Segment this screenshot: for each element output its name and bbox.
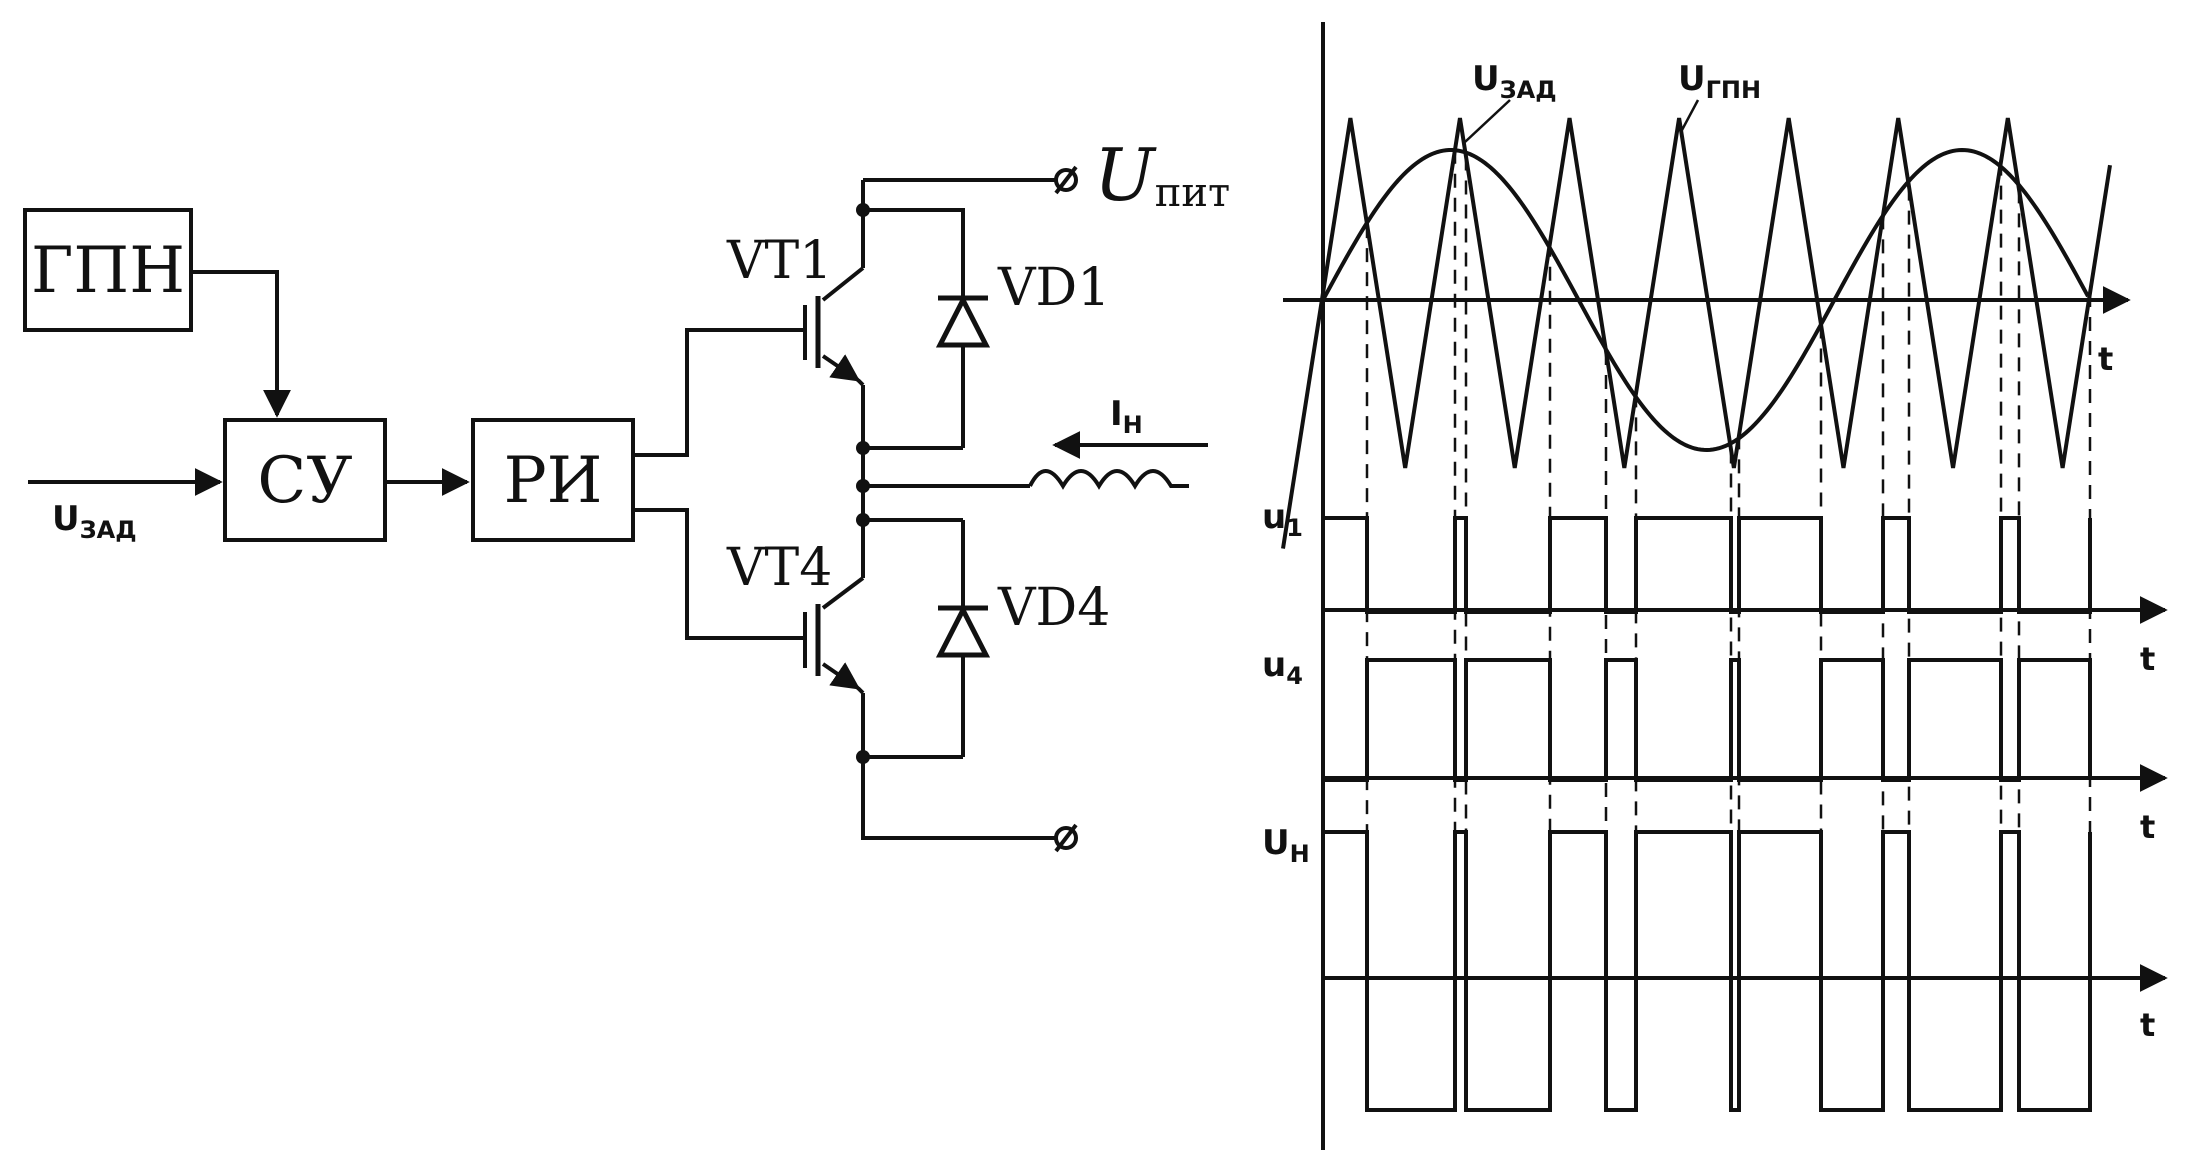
time-axis-u1-label: t	[2140, 640, 2155, 678]
reference-signal-leader	[1464, 99, 1511, 143]
ri-block-label: РИ	[504, 444, 603, 518]
vt4-label: VT4	[726, 538, 832, 598]
supply-label: Uпит	[1094, 133, 1230, 217]
trace-label-u1: u1	[1262, 497, 1303, 542]
load-current-label: IН	[1110, 394, 1143, 439]
vd1-label: VD1	[997, 258, 1110, 318]
time-axis-main-label: t	[2098, 340, 2113, 378]
gpn-block-label: ГПН	[31, 234, 185, 308]
time-axis-un-label: t	[2140, 1006, 2155, 1044]
reference-signal-label: UЗАД	[1472, 59, 1557, 104]
trace-u1-waveform	[1323, 516, 2092, 614]
carrier-signal-leader	[1680, 99, 1700, 131]
trace-un-waveform	[1323, 830, 2092, 1112]
input-signal-label: UЗАД	[52, 499, 137, 544]
ri-to-vt4-gate-wire	[633, 508, 795, 640]
carrier-signal-label: UГПН	[1678, 59, 1761, 104]
carrier-sawtooth-wave	[1281, 117, 2112, 549]
vt4-transistor-symbol	[795, 520, 865, 757]
ri-to-vt1-gate-wire	[633, 328, 795, 457]
trace-label-un: UН	[1262, 823, 1310, 868]
vd4-label: VD4	[997, 578, 1110, 638]
load-inductor	[1028, 469, 1189, 490]
block-diagram: ГПН СУ UЗАД РИ	[23, 208, 795, 640]
ground-terminal	[1054, 826, 1078, 850]
trace-u4-waveform	[1323, 658, 2092, 782]
reference-sine-wave	[1321, 147, 2090, 452]
supply-terminal	[1054, 168, 1078, 192]
vd4-diode-symbol	[935, 520, 991, 757]
ri-block	[471, 418, 635, 542]
gpn-to-su-wire	[191, 270, 291, 418]
trace-label-u4: u4	[1262, 645, 1303, 690]
vd1-diode-symbol	[935, 270, 991, 448]
vt1-transistor-symbol	[795, 210, 865, 448]
time-axis-u4-label: t	[2140, 808, 2155, 846]
timing-diagram: t t t t UЗАД UГПН u1 u4 UН	[1262, 22, 2168, 1150]
su-block-label: СУ	[257, 444, 352, 518]
power-stage: Uпит VD1 VT1	[726, 133, 1230, 853]
vt1-label: VT1	[726, 231, 832, 291]
